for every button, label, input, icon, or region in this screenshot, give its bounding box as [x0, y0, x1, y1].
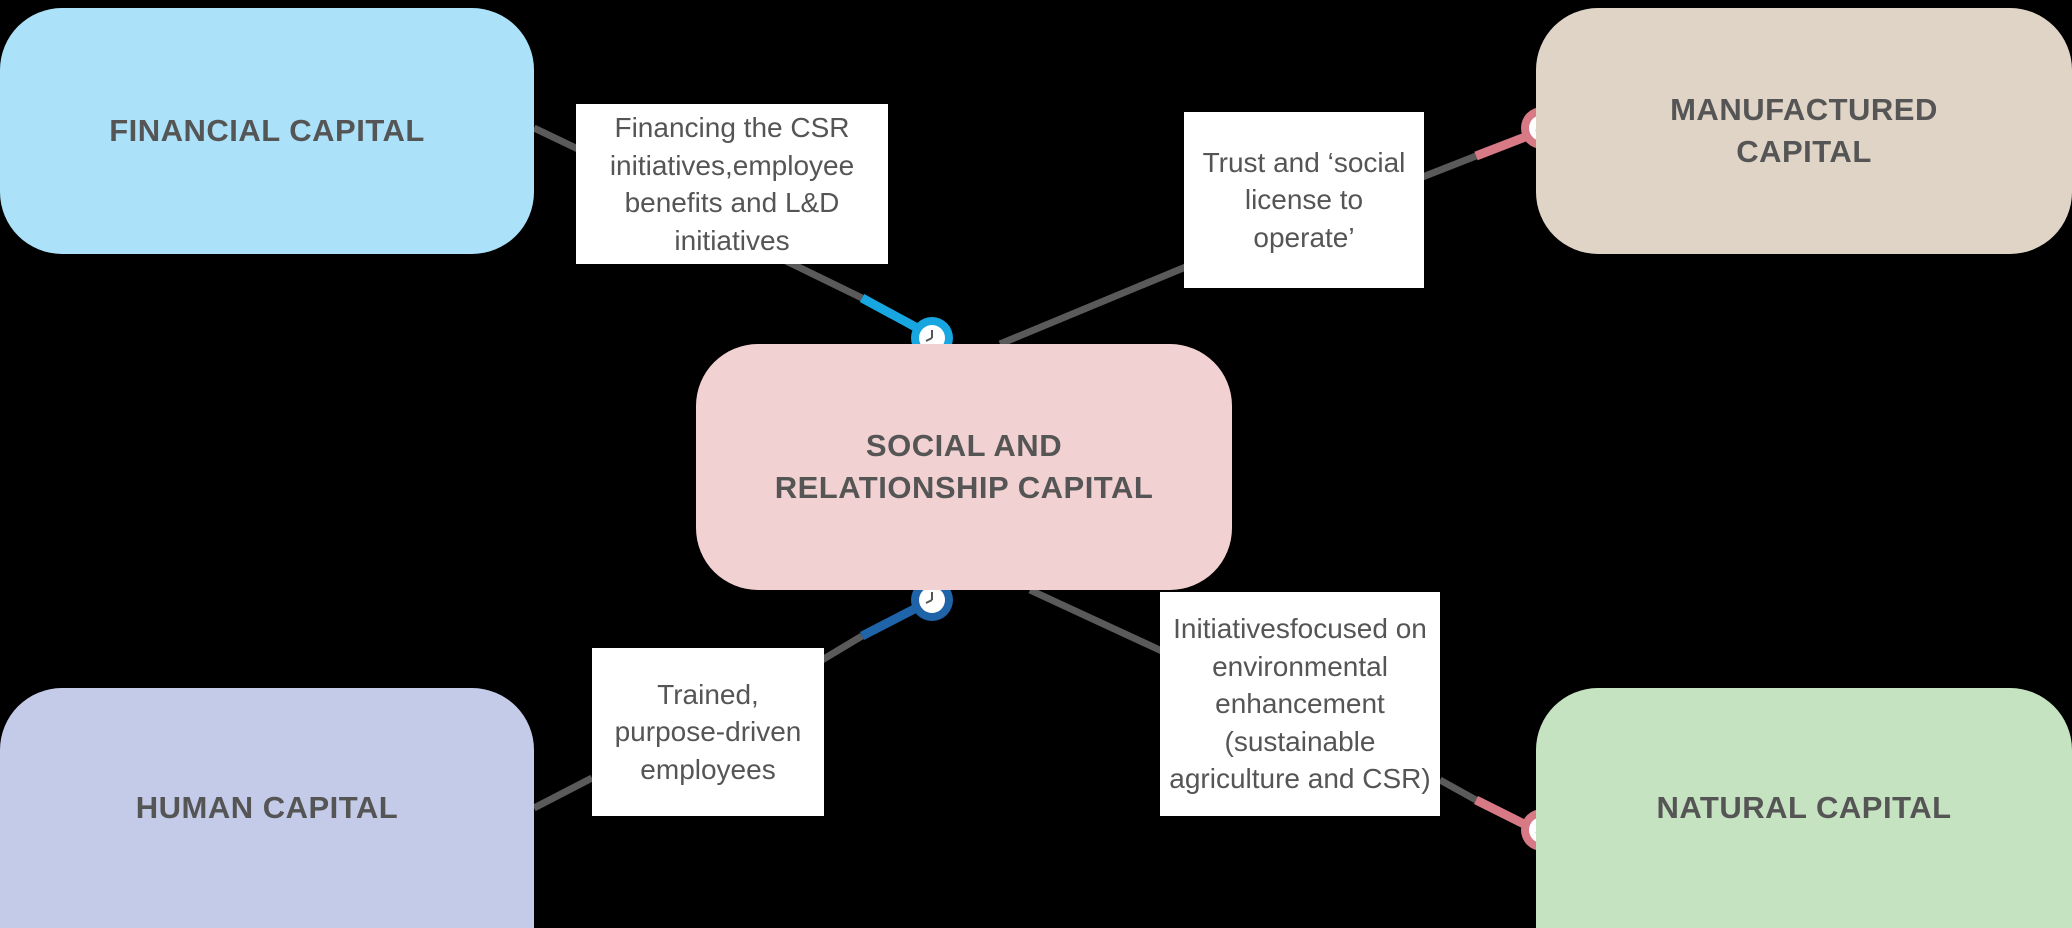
connector-label-to-social [778, 254, 864, 302]
manufactured-capital-box: MANUFACTURED CAPITAL [1536, 8, 2072, 254]
natural-capital-box: NATURAL CAPITAL [1536, 688, 2072, 928]
manufactured-capital-title: MANUFACTURED CAPITAL [1670, 92, 1938, 169]
flow-label-financial-text: Financing the CSR initiatives,employee b… [609, 112, 855, 256]
natural-capital-title: NATURAL CAPITAL [1656, 790, 1952, 825]
flow-label-manufactured: Trust and ‘social license to operate’ [1184, 112, 1424, 288]
human-capital-box: HUMAN CAPITAL [0, 688, 534, 928]
financial-capital-title: FINANCIAL CAPITAL [109, 113, 425, 148]
flow-label-human: Trained, purpose-driven employees [592, 648, 824, 816]
flow-label-natural: Initiativesfocused on environmental enha… [1160, 592, 1440, 816]
flow-label-financial: Financing the CSR initiatives,employee b… [576, 104, 888, 264]
connector-social-to-trust-label [998, 262, 1190, 348]
connector-trust-label-to-manufactured [1418, 152, 1478, 182]
flow-label-human-text: Trained, purpose-driven employees [614, 678, 802, 785]
flow-label-natural-text: Initiativesfocused on environmental enha… [1169, 613, 1431, 795]
connector-human-to-label [532, 774, 594, 812]
social-relationship-capital-title: SOCIAL AND RELATIONSHIP CAPITAL [774, 428, 1154, 505]
connector-natural-label-to-natural [1438, 776, 1478, 804]
human-capital-title: HUMAN CAPITAL [135, 790, 399, 825]
connector-financial-to-label [532, 124, 582, 154]
connector-social-to-natural-label [1028, 586, 1166, 656]
social-relationship-capital-box: SOCIAL AND RELATIONSHIP CAPITAL [696, 344, 1232, 590]
financial-capital-box: FINANCIAL CAPITAL [0, 8, 534, 254]
flow-label-manufactured-text: Trust and ‘social license to operate’ [1202, 146, 1406, 253]
connector-label-to-social-human [820, 632, 864, 664]
